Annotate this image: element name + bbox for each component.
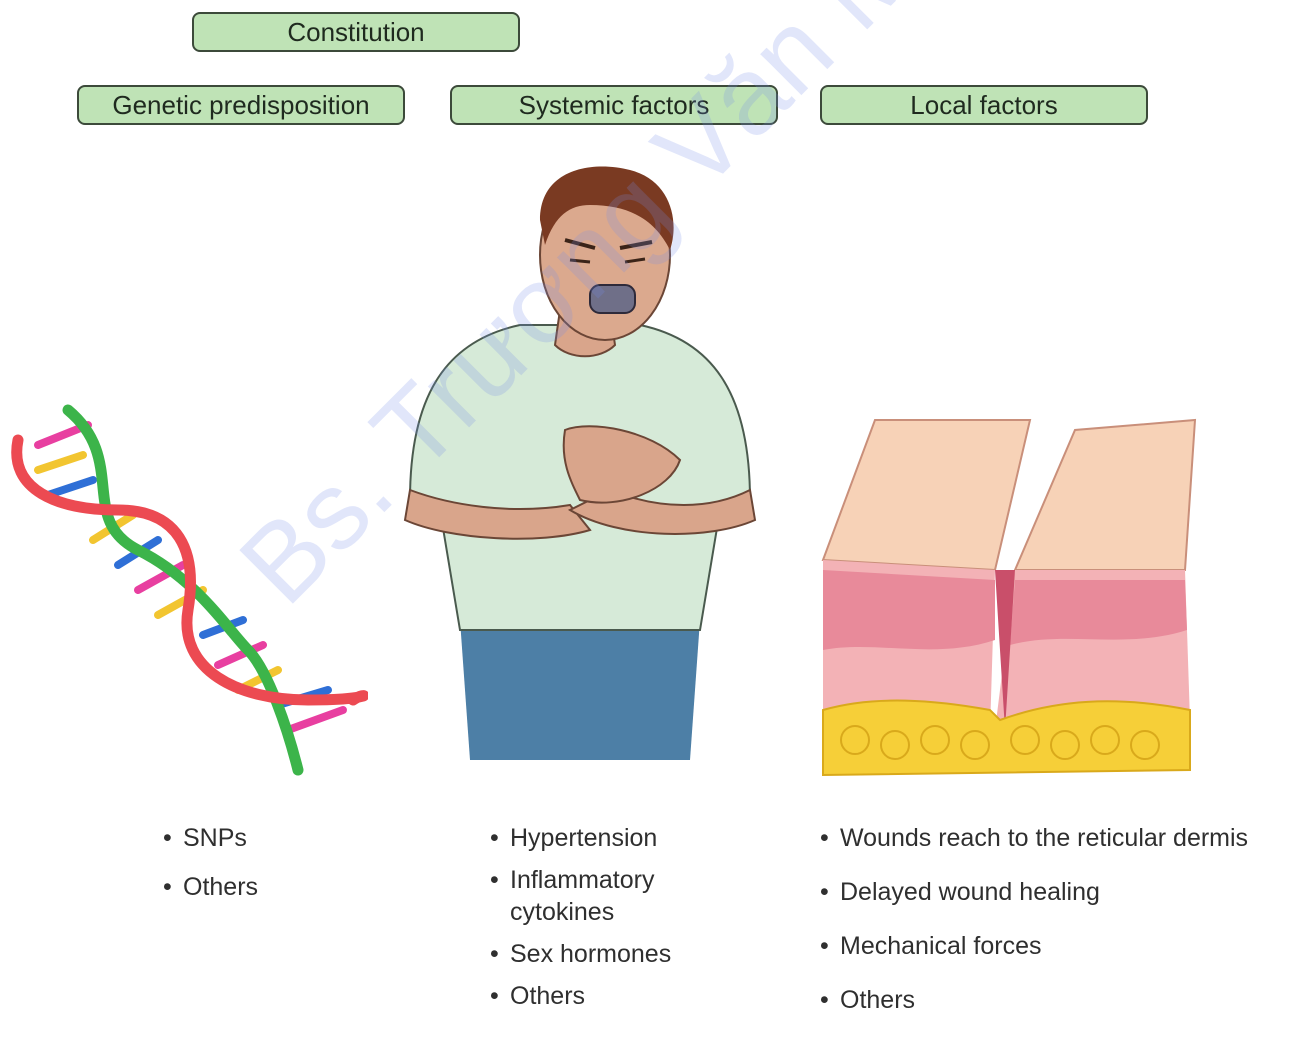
systemic-factors-box: Systemic factors [450, 85, 778, 125]
constitution-box: Constitution [192, 12, 520, 52]
list-item: SNPs [163, 822, 258, 854]
list-item: Hypertension [490, 822, 700, 854]
genetic-predisposition-label: Genetic predisposition [112, 90, 369, 121]
list-item: Inflammatory cytokines [490, 864, 700, 928]
local-factors-list: Wounds reach to the reticular dermis Del… [820, 822, 1248, 1038]
list-item: Others [490, 980, 700, 1012]
systemic-factors-label: Systemic factors [519, 90, 710, 121]
list-item: Sex hormones [490, 938, 700, 970]
list-item: Wounds reach to the reticular dermis [820, 822, 1248, 854]
local-factors-box: Local factors [820, 85, 1148, 125]
list-item: Others [163, 871, 258, 903]
list-item: Others [820, 984, 1248, 1016]
constitution-label: Constitution [287, 17, 424, 48]
genetic-factors-list: SNPs Others [163, 822, 258, 920]
skin-wound-icon [815, 410, 1200, 785]
list-item: Delayed wound healing [820, 876, 1248, 908]
chest-pain-person-icon [390, 160, 770, 760]
local-factors-label: Local factors [910, 90, 1057, 121]
dna-icon [8, 400, 368, 780]
list-item: Mechanical forces [820, 930, 1248, 962]
genetic-predisposition-box: Genetic predisposition [77, 85, 405, 125]
systemic-factors-list: Hypertension Inflammatory cytokines Sex … [490, 822, 700, 1022]
